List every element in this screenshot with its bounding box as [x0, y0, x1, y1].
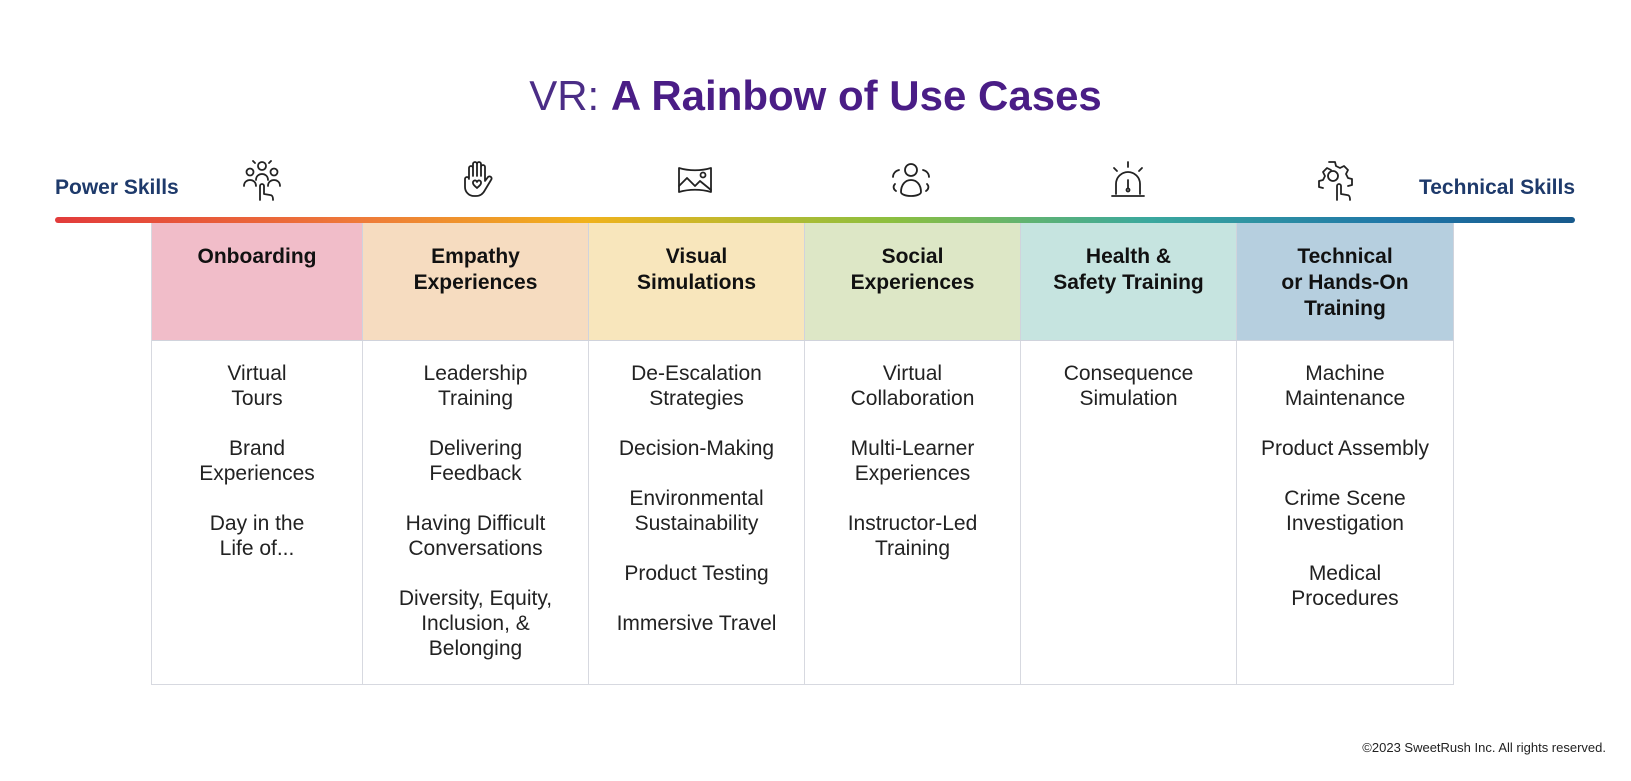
use-cases-table: Onboarding Empathy Experiences Visual Si… — [151, 223, 1454, 685]
list-item: Having Difficult Conversations — [405, 512, 546, 560]
alarm-light-icon — [1106, 158, 1150, 202]
column-technical-training: Machine Maintenance Product Assembly Cri… — [1237, 341, 1454, 685]
title-prefix: VR: — [529, 72, 600, 119]
header-onboarding: Onboarding — [152, 223, 363, 341]
list-item: Decision-Making — [618, 437, 775, 460]
list-item: Instructor-Led Training — [847, 512, 978, 560]
column-social-experiences: Virtual Collaboration Multi-Learner Expe… — [805, 341, 1021, 685]
column-empathy-experiences: Leadership Training Delivering Feedback … — [363, 341, 589, 685]
column-visual-simulations: De-Escalation Strategies Decision-Making… — [589, 341, 805, 685]
list-item: Diversity, Equity, Inclusion, & Belongin… — [398, 587, 553, 660]
list-item: Crime Scene Investigation — [1284, 487, 1406, 535]
header-social-experiences: Social Experiences — [805, 223, 1021, 341]
copyright-footer: ©2023 SweetRush Inc. All rights reserved… — [1362, 740, 1606, 755]
hand-heart-icon — [457, 158, 501, 202]
header-visual-simulations: Visual Simulations — [589, 223, 805, 341]
list-item: Product Assembly — [1260, 437, 1430, 460]
landscape-vr-icon — [673, 158, 717, 202]
list-item: Brand Experiences — [199, 437, 315, 485]
rainbow-bar — [55, 217, 1575, 223]
title-main: A Rainbow of Use Cases — [610, 72, 1102, 119]
list-item: Immersive Travel — [616, 612, 777, 635]
list-item: Virtual Tours — [227, 362, 287, 410]
list-item: Delivering Feedback — [428, 437, 523, 485]
list-item: Environmental Sustainability — [629, 487, 764, 535]
list-item: De-Escalation Strategies — [631, 362, 762, 410]
team-touch-icon — [240, 158, 284, 202]
page-title: VR: A Rainbow of Use Cases — [0, 70, 1631, 122]
header-health-safety-training: Health & Safety Training — [1021, 223, 1237, 341]
person-social-icon — [889, 158, 933, 202]
list-item: Machine Maintenance — [1284, 362, 1406, 410]
list-item: Leadership Training — [423, 362, 528, 410]
column-health-safety-training: Consequence Simulation — [1021, 341, 1237, 685]
header-empathy-experiences: Empathy Experiences — [363, 223, 589, 341]
list-item: Virtual Collaboration — [850, 362, 975, 410]
list-item: Medical Procedures — [1291, 562, 1399, 610]
list-item: Multi-Learner Experiences — [850, 437, 975, 485]
power-skills-label: Power Skills — [55, 176, 179, 199]
gear-touch-icon — [1313, 158, 1357, 202]
list-item: Consequence Simulation — [1063, 362, 1194, 410]
list-item: Day in the Life of... — [209, 512, 305, 560]
list-item: Product Testing — [624, 562, 769, 585]
header-technical-training: Technical or Hands-On Training — [1237, 223, 1454, 341]
technical-skills-label: Technical Skills — [1418, 176, 1575, 199]
column-onboarding: Virtual Tours Brand Experiences Day in t… — [152, 341, 363, 685]
